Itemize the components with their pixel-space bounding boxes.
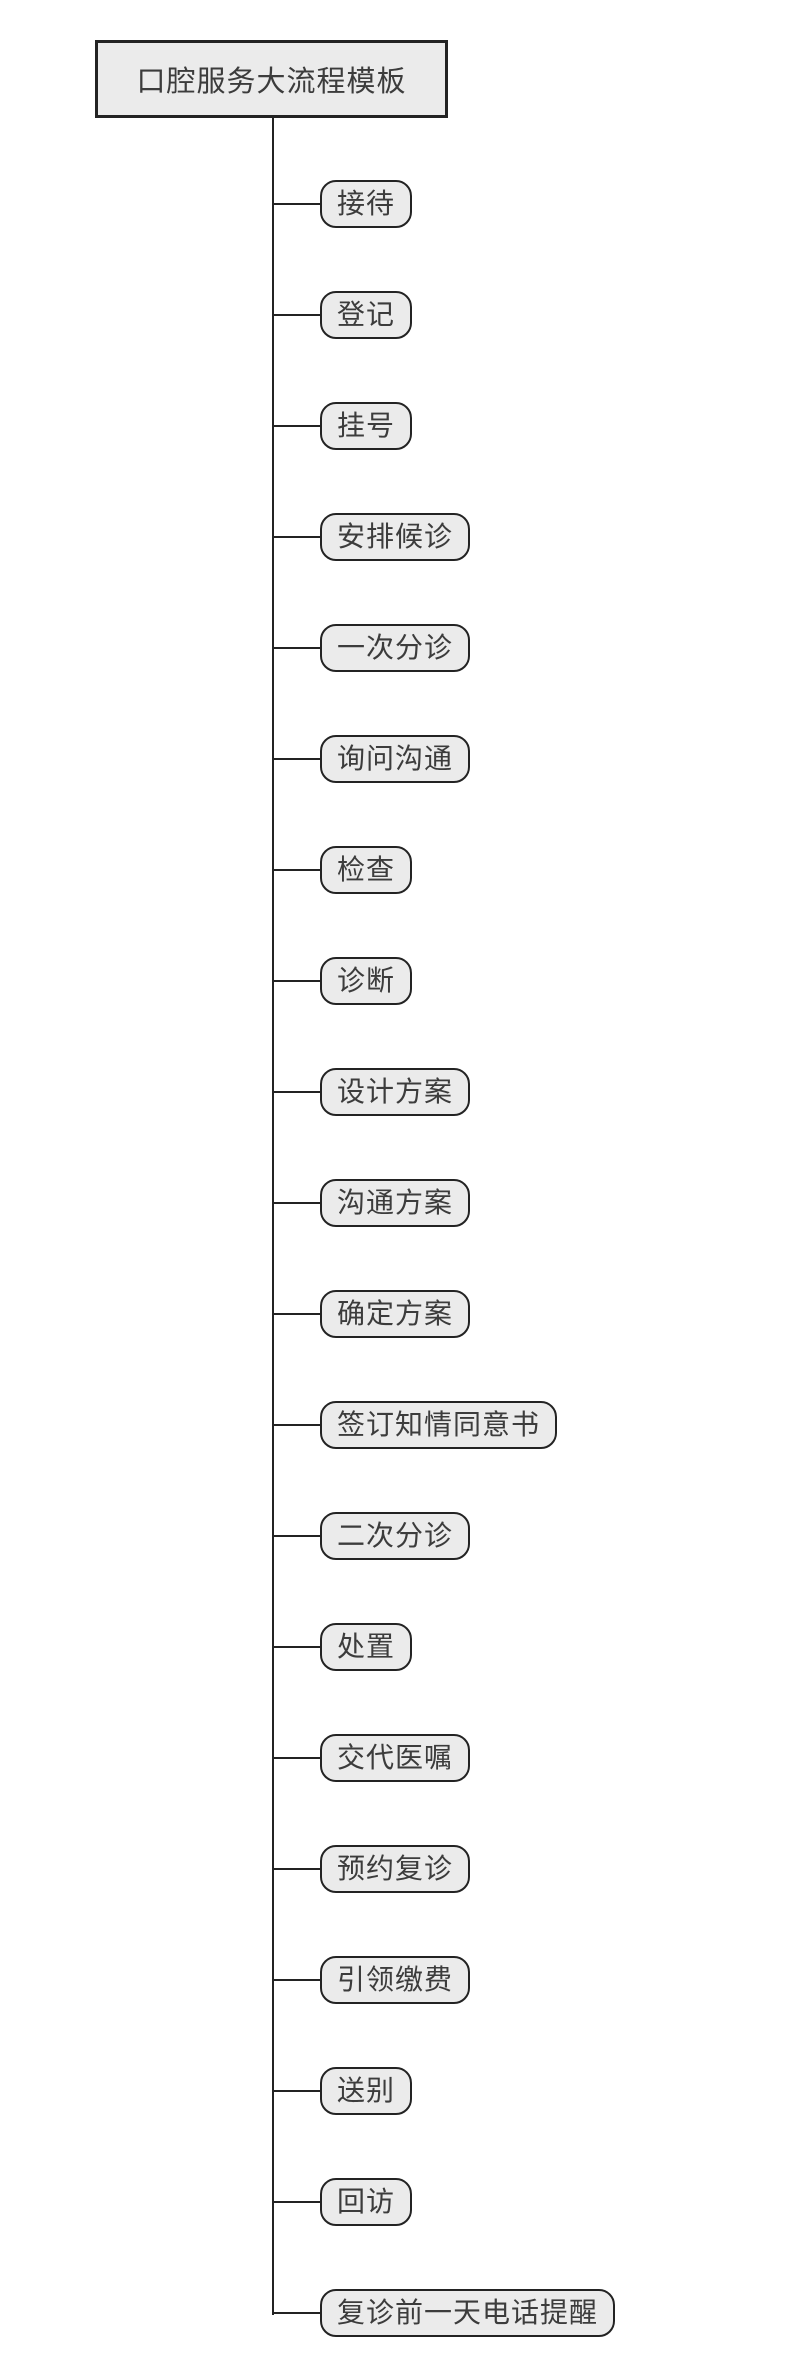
process-node[interactable]: 检查	[320, 846, 413, 894]
branch-connector-line	[272, 1091, 322, 1093]
node-row: 签订知情同意书	[0, 1401, 792, 1449]
node-row: 设计方案	[0, 1068, 792, 1116]
branch-connector-line	[272, 1313, 322, 1315]
node-row: 挂号	[0, 402, 792, 450]
process-node[interactable]: 诊断	[320, 957, 413, 1005]
process-node-label: 挂号	[337, 410, 396, 441]
process-node[interactable]: 复诊前一天电话提醒	[320, 2289, 616, 2337]
node-row: 引领缴费	[0, 1956, 792, 2004]
node-row: 安排候诊	[0, 513, 792, 561]
node-row: 二次分诊	[0, 1512, 792, 1560]
process-node[interactable]: 安排候诊	[320, 513, 471, 561]
process-node-label: 询问沟通	[337, 743, 454, 774]
process-node[interactable]: 回访	[320, 2178, 413, 2226]
process-node-label: 复诊前一天电话提醒	[337, 2297, 599, 2328]
process-node-label: 处置	[337, 1631, 396, 1662]
trunk-connector-line	[272, 118, 274, 2315]
process-node[interactable]: 确定方案	[320, 1290, 471, 1338]
process-node-label: 送别	[337, 2075, 396, 2106]
node-row: 询问沟通	[0, 735, 792, 783]
process-node[interactable]: 挂号	[320, 402, 413, 450]
node-row: 复诊前一天电话提醒	[0, 2289, 792, 2337]
node-row: 回访	[0, 2178, 792, 2226]
process-node[interactable]: 沟通方案	[320, 1179, 471, 1227]
process-node[interactable]: 登记	[320, 291, 413, 339]
process-node[interactable]: 签订知情同意书	[320, 1401, 558, 1449]
process-node-label: 接待	[337, 188, 396, 219]
branch-connector-line	[272, 425, 322, 427]
process-node[interactable]: 接待	[320, 180, 413, 228]
node-row: 确定方案	[0, 1290, 792, 1338]
process-node[interactable]: 一次分诊	[320, 624, 471, 672]
node-row: 检查	[0, 846, 792, 894]
process-node-label: 安排候诊	[337, 521, 454, 552]
node-row: 送别	[0, 2067, 792, 2115]
branch-connector-line	[272, 2090, 322, 2092]
root-node-label: 口腔服务大流程模板	[136, 66, 407, 98]
process-node[interactable]: 引领缴费	[320, 1956, 471, 2004]
process-node[interactable]: 询问沟通	[320, 735, 471, 783]
node-row: 登记	[0, 291, 792, 339]
node-row: 接待	[0, 180, 792, 228]
process-node-label: 一次分诊	[337, 632, 454, 663]
process-node[interactable]: 处置	[320, 1623, 413, 1671]
branch-connector-line	[272, 2201, 322, 2203]
process-node-label: 诊断	[337, 965, 396, 996]
branch-connector-line	[272, 1202, 322, 1204]
process-node-label: 引领缴费	[337, 1964, 454, 1995]
branch-connector-line	[272, 1535, 322, 1537]
node-row: 一次分诊	[0, 624, 792, 672]
branch-connector-line	[272, 1757, 322, 1759]
process-node[interactable]: 预约复诊	[320, 1845, 471, 1893]
process-node-label: 检查	[337, 854, 396, 885]
branch-connector-line	[272, 647, 322, 649]
process-node-label: 回访	[337, 2186, 396, 2217]
root-node[interactable]: 口腔服务大流程模板	[95, 40, 448, 118]
branch-connector-line	[272, 1646, 322, 1648]
node-row: 交代医嘱	[0, 1734, 792, 1782]
process-node[interactable]: 交代医嘱	[320, 1734, 471, 1782]
process-node-label: 签订知情同意书	[337, 1409, 541, 1440]
process-node[interactable]: 送别	[320, 2067, 413, 2115]
branch-connector-line	[272, 314, 322, 316]
process-node-label: 确定方案	[337, 1298, 454, 1329]
branch-connector-line	[272, 869, 322, 871]
process-node-label: 登记	[337, 299, 396, 330]
branch-connector-line	[272, 1868, 322, 1870]
process-node-label: 设计方案	[337, 1076, 454, 1107]
process-node-label: 沟通方案	[337, 1187, 454, 1218]
branch-connector-line	[272, 2312, 322, 2314]
branch-connector-line	[272, 203, 322, 205]
branch-connector-line	[272, 758, 322, 760]
branch-connector-line	[272, 980, 322, 982]
process-node-label: 二次分诊	[337, 1520, 454, 1551]
branch-connector-line	[272, 1424, 322, 1426]
process-node[interactable]: 二次分诊	[320, 1512, 471, 1560]
branch-connector-line	[272, 1979, 322, 1981]
node-row: 诊断	[0, 957, 792, 1005]
node-row: 预约复诊	[0, 1845, 792, 1893]
process-node[interactable]: 设计方案	[320, 1068, 471, 1116]
branch-connector-line	[272, 536, 322, 538]
node-row: 处置	[0, 1623, 792, 1671]
process-node-label: 交代医嘱	[337, 1742, 454, 1773]
process-node-label: 预约复诊	[337, 1853, 454, 1884]
node-row: 沟通方案	[0, 1179, 792, 1227]
